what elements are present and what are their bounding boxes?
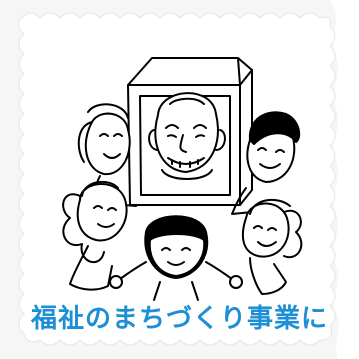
person-right [241,198,303,295]
person-left [62,180,128,291]
person-upper-left [77,103,137,207]
background-card-edge [330,0,359,359]
person-upper-right [231,111,301,215]
child-bottom-center [109,215,243,301]
elderly-person [148,92,226,180]
caption-title: 福祉のまちづくり事業に [30,304,328,334]
